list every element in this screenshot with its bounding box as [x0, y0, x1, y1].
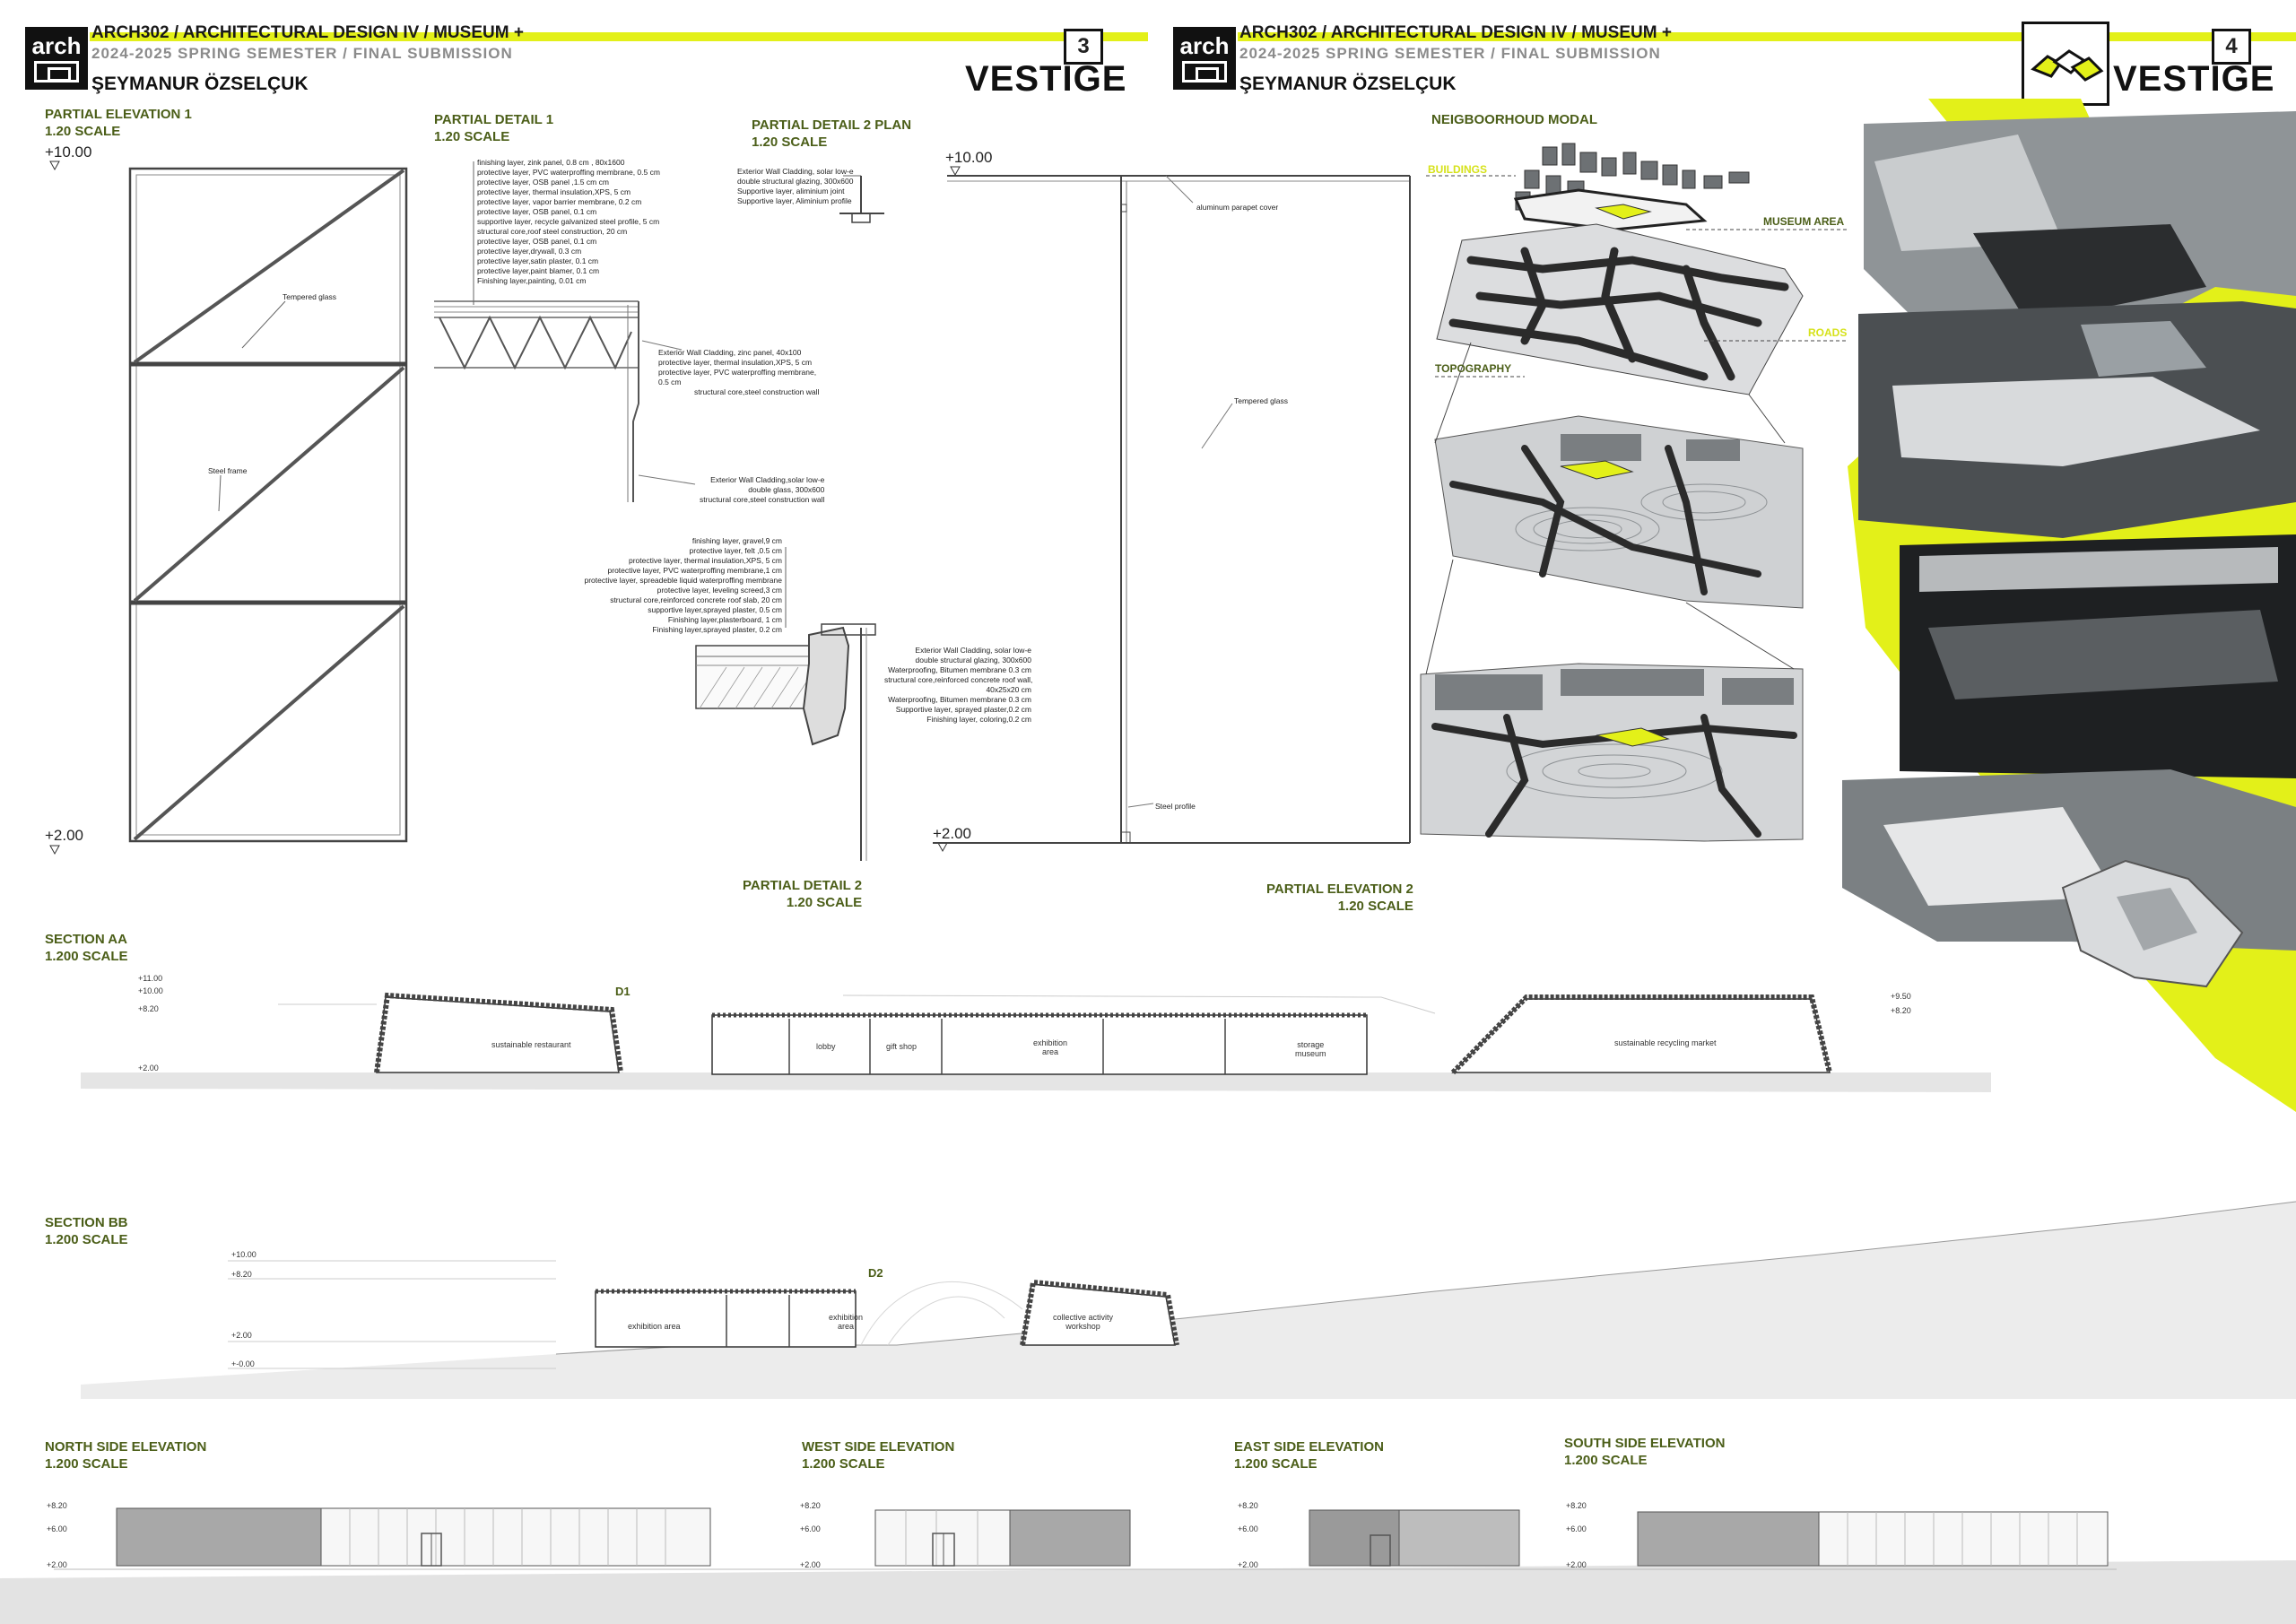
south-level-2: +6.00: [1566, 1524, 1587, 1533]
emblem-stones-icon: [2031, 49, 2104, 82]
course-title-left: ARCH302 / ARCHITECTURAL DESIGN IV / MUSE…: [91, 23, 524, 42]
partial-detail-2-title: PARTIAL DETAIL 2 1.20 SCALE: [743, 878, 863, 910]
pd1-roof-layer-list: finishing layer, zink panel, 0.8 cm , 80…: [477, 158, 660, 285]
author-left: ŞEYMANUR ÖZSELÇUK: [91, 74, 309, 94]
tag-museum-area: MUSEUM AREA: [1763, 215, 1845, 228]
pe2-label-profile: Steel profile: [1155, 802, 1196, 811]
author-right: ŞEYMANUR ÖZSELÇUK: [1239, 74, 1457, 94]
semester-left: 2024-2025 SPRING SEMESTER / FINAL SUBMIS…: [91, 45, 513, 62]
logo-glyph-icon: [34, 61, 79, 83]
west-level-1: +8.20: [800, 1501, 821, 1510]
detail-mark-d1: D1: [615, 985, 631, 998]
pe1-level-bottom: +2.00: [45, 827, 84, 844]
south-level-1: +8.20: [1566, 1501, 1587, 1510]
east-level-1: +8.20: [1238, 1501, 1258, 1510]
header-accent-line-left: [90, 32, 1148, 41]
tag-topography: TOPOGRAPHY: [1435, 362, 1512, 375]
aa-room-exhibition: exhibition area: [1033, 1038, 1068, 1056]
pe2-label-parapet: aluminum parapet cover: [1196, 203, 1279, 212]
course-title-right: ARCH302 / ARCHITECTURAL DESIGN IV / MUSE…: [1239, 23, 1672, 42]
aa-level-3: +8.20: [138, 1004, 159, 1013]
bb-room-exhibition-area: exhibition area: [628, 1322, 681, 1331]
bb-level-2: +8.20: [231, 1270, 252, 1279]
aa-room-gift-shop: gift shop: [886, 1042, 918, 1051]
project-name-right: VESTIGE: [2113, 59, 2275, 99]
detail-mark-d2: D2: [868, 1266, 883, 1280]
north-level-2: +6.00: [47, 1524, 67, 1533]
south-level-3: +2.00: [1566, 1560, 1587, 1569]
pe1-label-frame: Steel frame: [208, 466, 248, 475]
pd2-roof-layer-list: finishing layer, gravel,9 cm protective …: [584, 536, 783, 634]
aa-level-4: +2.00: [138, 1064, 159, 1073]
south-elevation-title: SOUTH SIDE ELEVATION 1.200 SCALE: [1564, 1436, 1726, 1468]
west-level-2: +6.00: [800, 1524, 821, 1533]
logo-glyph-icon: [1182, 61, 1227, 83]
bb-level-4: +-0.00: [231, 1359, 255, 1368]
tag-roads: ROADS: [1808, 326, 1848, 339]
pe2-level-top: +10.00: [945, 149, 993, 166]
east-elevation-title: EAST SIDE ELEVATION 1.200 SCALE: [1234, 1439, 1384, 1472]
logo-text: arch: [31, 32, 82, 59]
bb-room-exhibition: exhibition area: [829, 1313, 864, 1331]
school-logo-left: arch: [25, 27, 88, 90]
bb-room-workshop: collective activity workshop: [1053, 1313, 1114, 1331]
pd2-plan-layer-list: Exterior Wall Cladding, solar low-e doub…: [737, 167, 854, 205]
pe2-label-glass: Tempered glass: [1234, 396, 1289, 405]
north-level-3: +2.00: [47, 1560, 67, 1569]
east-level-3: +2.00: [1238, 1560, 1258, 1569]
aa-level-right-1: +9.50: [1891, 992, 1911, 1001]
pd1-wall-layer-list-2: Exterior Wall Cladding,solar low-e doubl…: [700, 475, 825, 504]
aa-room-restaurant: sustainable restaurant: [491, 1040, 571, 1049]
pe1-level-top: +10.00: [45, 143, 92, 161]
pe1-label-glass: Tempered glass: [283, 292, 337, 301]
logo-text: arch: [1179, 32, 1230, 59]
aa-room-storage: storage museum: [1295, 1040, 1326, 1058]
header-accent-line-right: [1238, 32, 2296, 41]
pd1-wall-layer-list-1: Exterior Wall Cladding, zinc panel, 40x1…: [658, 348, 820, 396]
page-number-left: 3: [1064, 29, 1103, 65]
west-elevation-title: WEST SIDE ELEVATION 1.200 SCALE: [802, 1439, 955, 1472]
bb-level-3: +2.00: [231, 1331, 252, 1340]
partial-detail-2-plan-title: PARTIAL DETAIL 2 PLAN 1.20 SCALE: [752, 117, 912, 150]
school-logo-right: arch: [1173, 27, 1236, 90]
aa-room-lobby: lobby: [816, 1042, 836, 1051]
partial-elevation-2-title: PARTIAL ELEVATION 2 1.20 SCALE: [1266, 881, 1413, 914]
aa-room-market: sustainable recycling market: [1614, 1038, 1717, 1047]
project-name-left: VESTIGE: [965, 59, 1127, 99]
aa-level-2: +10.00: [138, 986, 163, 995]
bb-level-1: +10.00: [231, 1250, 257, 1259]
east-level-2: +6.00: [1238, 1524, 1258, 1533]
section-aa-title: SECTION AA 1.200 SCALE: [45, 932, 128, 964]
pe2-level-bottom: +2.00: [933, 825, 972, 842]
aa-level-right-2: +8.20: [1891, 1006, 1911, 1015]
pd2-wall-layer-list: Exterior Wall Cladding, solar low-e doub…: [884, 646, 1033, 724]
neighbourhood-title: NEIGBOORHOUD MODAL: [1431, 112, 1597, 127]
partial-elevation-1-title: PARTIAL ELEVATION 1 1.20 SCALE: [45, 107, 192, 139]
semester-right: 2024-2025 SPRING SEMESTER / FINAL SUBMIS…: [1239, 45, 1661, 62]
partial-detail-1-title: PARTIAL DETAIL 1 1.20 SCALE: [434, 112, 554, 144]
north-elevation-title: NORTH SIDE ELEVATION 1.200 SCALE: [45, 1439, 207, 1472]
aa-level-1: +11.00: [138, 974, 163, 983]
section-bb-title: SECTION BB 1.200 SCALE: [45, 1215, 128, 1247]
tag-buildings: BUILDINGS: [1428, 163, 1487, 176]
page-number-right: 4: [2212, 29, 2251, 65]
west-level-3: +2.00: [800, 1560, 821, 1569]
north-level-1: +8.20: [47, 1501, 67, 1510]
